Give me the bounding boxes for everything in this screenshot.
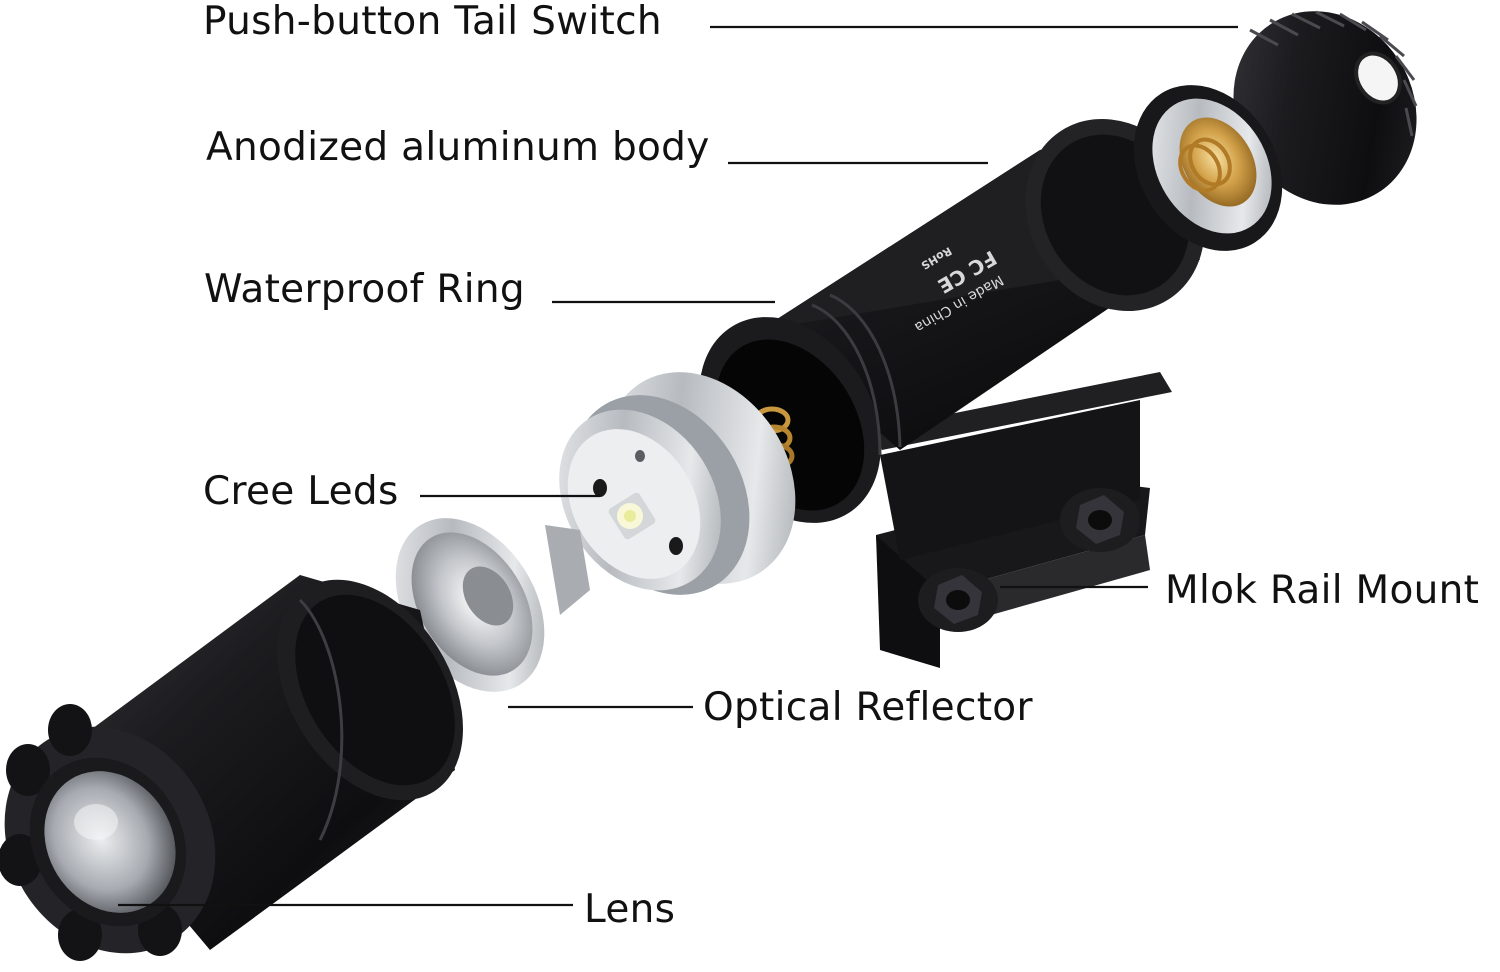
tail-cap <box>1133 10 1418 251</box>
rail-mount <box>870 372 1172 668</box>
tail-spring <box>1178 137 1232 193</box>
label-rail-mount: Mlok Rail Mount <box>1165 568 1480 613</box>
mount-bolt-front <box>918 568 998 632</box>
cree-led <box>608 492 656 540</box>
label-aluminum-body: Anodized aluminum body <box>206 125 710 170</box>
led-module <box>559 372 796 595</box>
label-waterproof-ring: Waterproof Ring <box>204 267 525 312</box>
label-lens: Lens <box>584 887 676 932</box>
lens-glass <box>44 771 176 913</box>
label-tail-switch: Push-button Tail Switch <box>203 0 662 44</box>
label-cree-leds: Cree Leds <box>203 469 399 514</box>
leader-lines <box>118 25 1238 907</box>
mount-bolt-rear <box>1060 488 1140 552</box>
flashlight-head <box>0 575 463 961</box>
label-optical-reflector: Optical Reflector <box>703 685 1033 730</box>
